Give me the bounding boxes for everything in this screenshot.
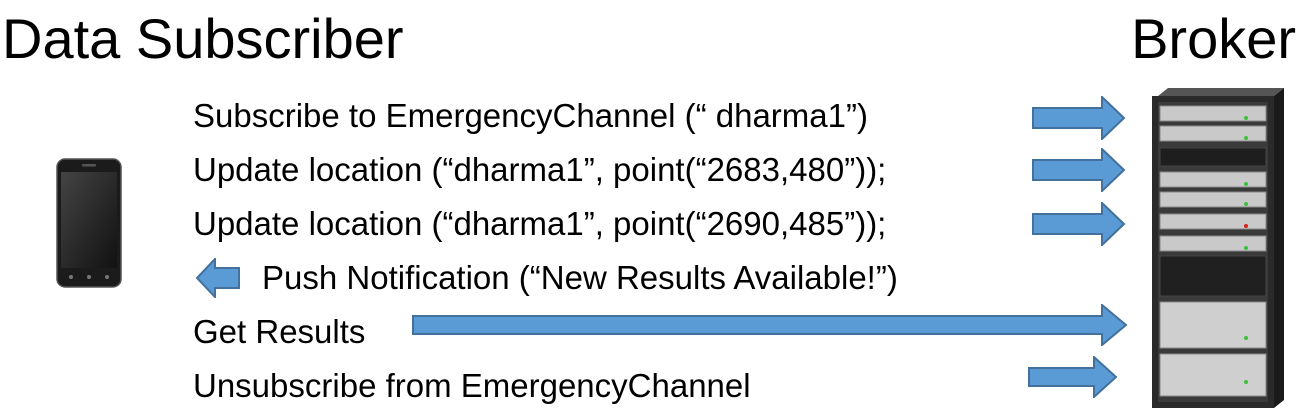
message-update-location-2: Update location (“dharma1”, point(“2690,… xyxy=(193,205,887,242)
message-unsubscribe: Unsubscribe from EmergencyChannel xyxy=(193,367,751,404)
arrow-update-location-1 xyxy=(1032,148,1126,192)
message-get-results: Get Results xyxy=(193,313,366,350)
arrow-get-results xyxy=(412,304,1128,346)
subscriber-title: Data Subscriber xyxy=(2,7,404,70)
arrow-push-notification xyxy=(195,258,240,298)
message-update-location-1: Update location (“dharma1”, point(“2683,… xyxy=(193,151,887,188)
message-push-notification: Push Notification (“New Results Availabl… xyxy=(262,259,898,296)
arrow-subscribe xyxy=(1032,96,1126,140)
message-subscribe: Subscribe to EmergencyChannel (“ dharma1… xyxy=(193,97,868,134)
broker-title: Broker xyxy=(1131,7,1296,70)
arrow-update-location-2 xyxy=(1032,202,1126,246)
smartphone-icon xyxy=(56,158,122,288)
arrow-unsubscribe xyxy=(1028,356,1118,398)
server-rack-icon xyxy=(1152,88,1284,408)
